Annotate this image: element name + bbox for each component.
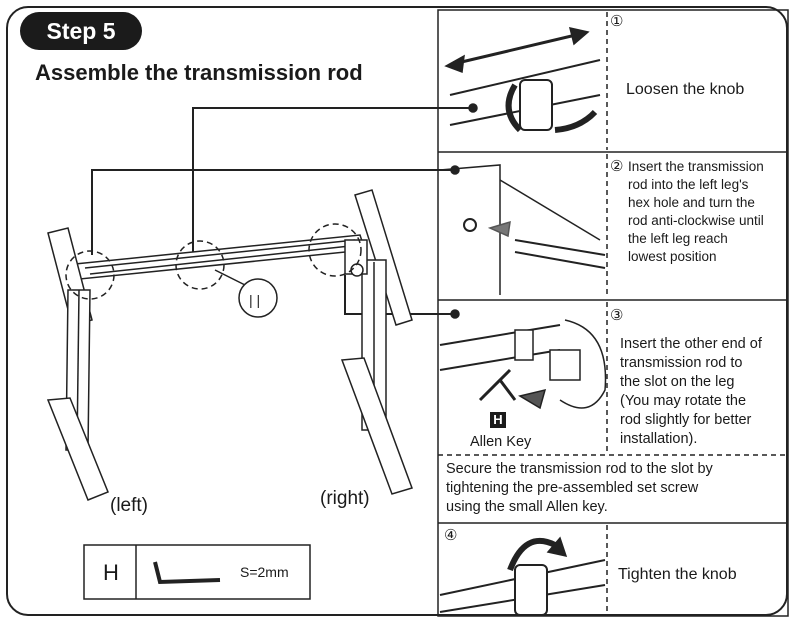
step-3-note-line: Secure the transmission rod to the slot … <box>446 461 713 477</box>
step-3-line: transmission rod to <box>620 355 743 371</box>
step-3-number: ③ <box>610 307 624 324</box>
step-2-line: Insert the transmission <box>628 159 764 174</box>
step-3-note-line: using the small Allen key. <box>446 499 608 515</box>
right-leg-label: (right) <box>320 488 370 509</box>
step-3-line: rod slightly for better <box>620 412 752 428</box>
step-3-note: Secure the transmission rod to the slot … <box>446 460 713 517</box>
step-2-line: rod into the left leg's <box>628 177 749 192</box>
step-2-text: Insert the transmission rod into the lef… <box>628 158 764 266</box>
page-title: Assemble the transmission rod <box>35 60 363 85</box>
step-3-line: installation). <box>620 431 698 447</box>
step-1-number: ① <box>610 13 624 30</box>
step-1-text: Loosen the knob <box>626 81 745 98</box>
step-3-line: (You may rotate the <box>620 393 747 409</box>
allen-key-letter: H <box>490 412 506 428</box>
step-4-number: ④ <box>444 527 458 544</box>
step-2-line: lowest position <box>628 249 717 264</box>
step-3-line: the slot on the leg <box>620 374 735 390</box>
step-badge: Step 5 <box>20 12 142 50</box>
step-3-note-line: tightening the pre-assembled set screw <box>446 480 699 496</box>
step-2-line: hex hole and turn the <box>628 195 755 210</box>
step-3-line: Insert the other end of <box>620 336 762 352</box>
step-2-number: ② <box>610 158 624 175</box>
step-4-text: Tighten the knob <box>618 566 737 583</box>
step-2-line: the left leg reach <box>628 231 728 246</box>
allen-key-label: Allen Key <box>470 434 532 450</box>
step-3-text: Insert the other end of transmission rod… <box>620 335 762 449</box>
step-2-line: rod anti-clockwise until <box>628 213 764 228</box>
tool-letter: H <box>103 560 119 585</box>
svg-text:| |: | | <box>249 292 260 308</box>
tool-size: S=2mm <box>240 564 289 580</box>
left-leg-label: (left) <box>110 495 148 516</box>
